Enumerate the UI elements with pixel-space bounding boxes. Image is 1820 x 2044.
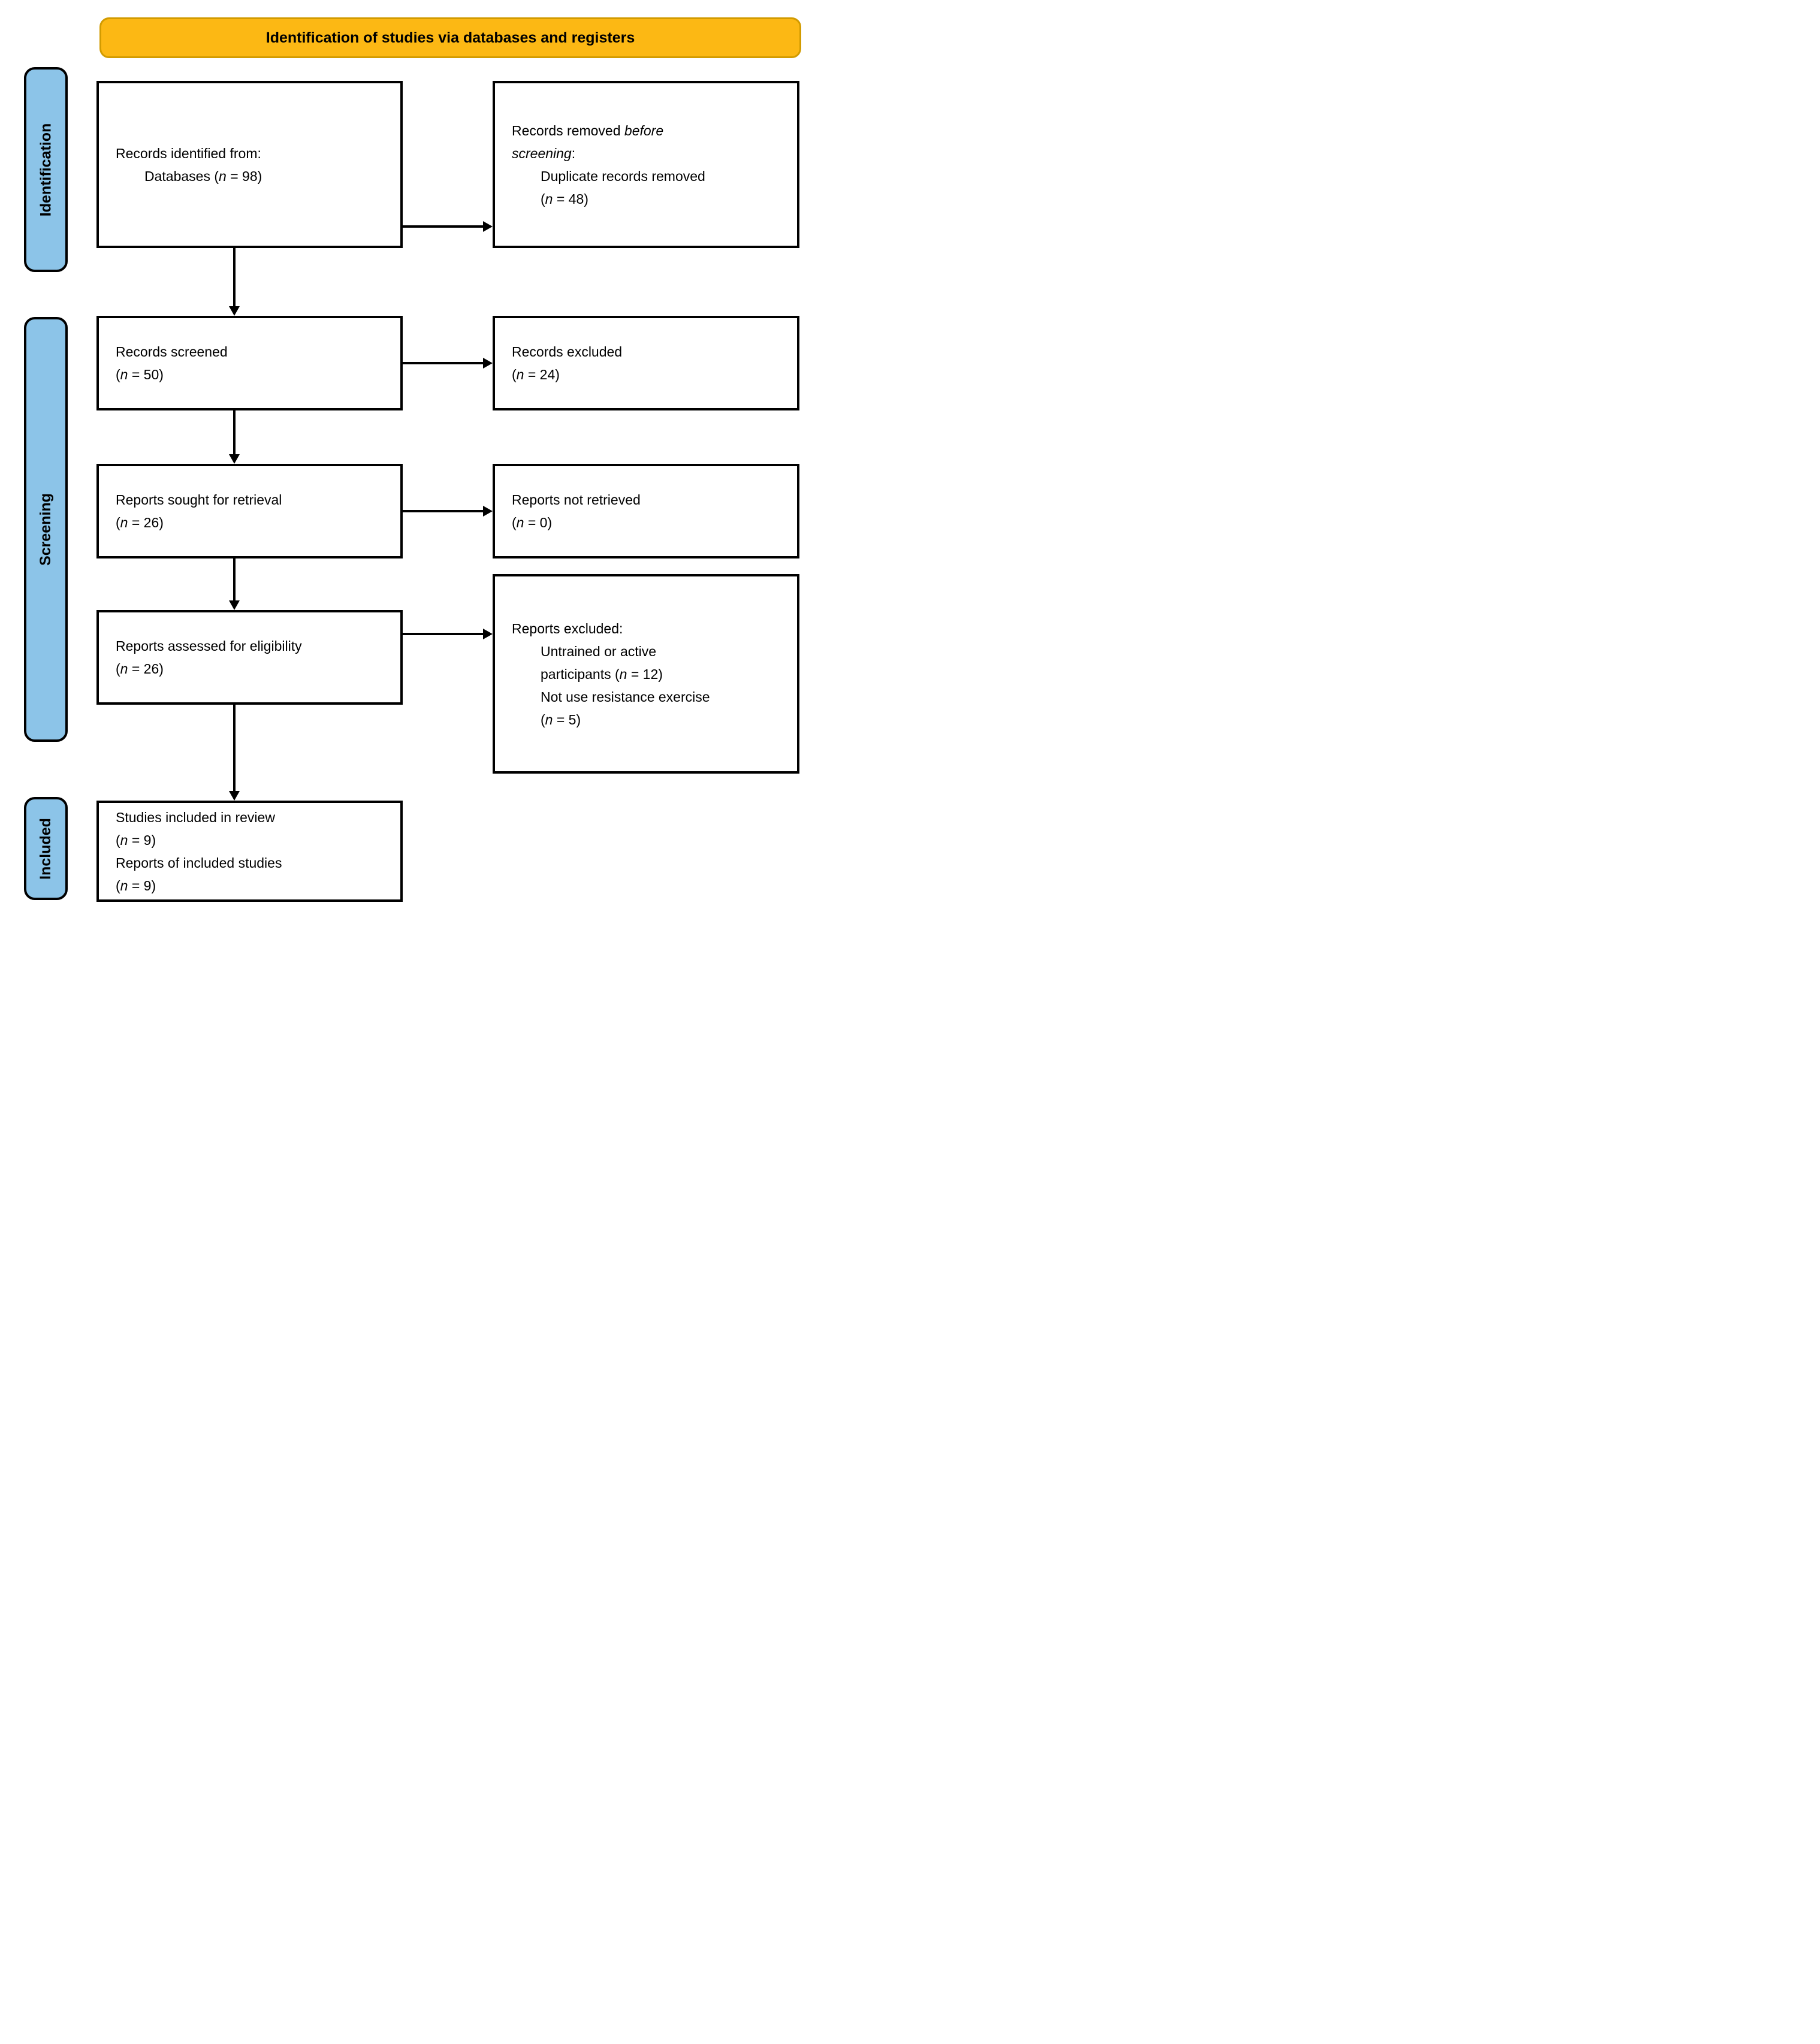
arrow-shaft [233, 705, 236, 792]
prisma-flow-diagram: Identification of studies via databases … [0, 0, 819, 920]
arrow-right-head [483, 221, 493, 232]
stage-screening: Screening [24, 317, 68, 742]
arrow-shaft [403, 225, 484, 228]
arrow-down-head [229, 454, 240, 464]
box-records-removed-before-screening: Records removed before screening: Duplicat… [493, 81, 799, 248]
text-line: Databases (n = 98) [144, 168, 262, 184]
arrow-down-head [229, 791, 240, 801]
arrow-shaft [403, 362, 484, 364]
arrow-right-head [483, 358, 493, 369]
stage-included: Included [24, 797, 68, 900]
text-line: Untrained or active [541, 643, 657, 659]
text-line: Reports assessed for eligibility [116, 638, 302, 654]
text-line: (n = 24) [512, 367, 560, 382]
text-line: Reports not retrieved [512, 492, 641, 508]
text-line: Reports of included studies [116, 855, 282, 871]
arrow-right-head [483, 629, 493, 639]
text-line: (n = 26) [116, 661, 164, 677]
text-line: (n = 9) [116, 832, 156, 848]
arrow-identified-to-screened [229, 248, 240, 316]
text-line: Reports sought for retrieval [116, 492, 282, 508]
box-reports-excluded: Reports excluded: Untrained or active part… [493, 574, 799, 774]
text-line: screening: [512, 145, 576, 161]
box-reports-assessed-for-eligibility: Reports assessed for eligibility (n = 26) [96, 610, 403, 705]
text-line: (n = 9) [116, 877, 156, 893]
text-line: Not use resistance exercise [541, 689, 710, 705]
arrow-sought-to-not-retrieved [403, 506, 493, 517]
text-line: Studies included in review [116, 809, 275, 825]
stage-included-label: Included [37, 817, 55, 880]
box-reports-sought-for-retrieval: Reports sought for retrieval (n = 26) [96, 464, 403, 558]
box-reports-not-retrieved: Reports not retrieved (n = 0) [493, 464, 799, 558]
arrow-screened-to-excluded [403, 358, 493, 369]
arrow-right-head [483, 506, 493, 517]
banner-title: Identification of studies via databases … [99, 17, 801, 58]
arrow-assessed-to-included [229, 705, 240, 801]
text-line: (n = 48) [541, 191, 588, 207]
text-line: Records identified from: [116, 145, 261, 161]
text-line: (n = 5) [541, 711, 581, 727]
text-line: Reports excluded: [512, 620, 623, 636]
arrow-down-head [229, 600, 240, 610]
arrow-assessed-to-reports-excluded [403, 629, 493, 639]
stage-identification-label: Identification [37, 123, 54, 216]
arrow-shaft [233, 248, 236, 307]
arrow-down-head [229, 306, 240, 316]
stage-screening-label: Screening [37, 493, 54, 566]
text-line: Records removed before [512, 122, 664, 138]
arrow-shaft [233, 558, 236, 602]
text-line: Records excluded [512, 344, 623, 360]
arrow-screened-to-sought [229, 410, 240, 464]
box-records-screened: Records screened (n = 50) [96, 316, 403, 410]
stage-identification: Identification [24, 67, 68, 272]
text-line: Records screened [116, 344, 228, 360]
arrow-identified-to-removed [403, 221, 493, 232]
box-records-excluded: Records excluded (n = 24) [493, 316, 799, 410]
arrow-shaft [403, 633, 484, 635]
text-line: (n = 50) [116, 367, 164, 382]
text-line: (n = 0) [512, 515, 553, 530]
banner-title-label: Identification of studies via databases … [265, 29, 635, 46]
arrow-shaft [403, 510, 484, 512]
box-records-identified: Records identified from: Databases (n = 9… [96, 81, 403, 248]
box-studies-included-in-review: Studies included in review (n = 9) Reports… [96, 801, 403, 902]
text-line: (n = 26) [116, 515, 164, 530]
arrow-sought-to-assessed [229, 558, 240, 610]
text-line: Duplicate records removed [541, 168, 705, 184]
text-line: participants (n = 12) [541, 666, 663, 682]
arrow-shaft [233, 410, 236, 455]
